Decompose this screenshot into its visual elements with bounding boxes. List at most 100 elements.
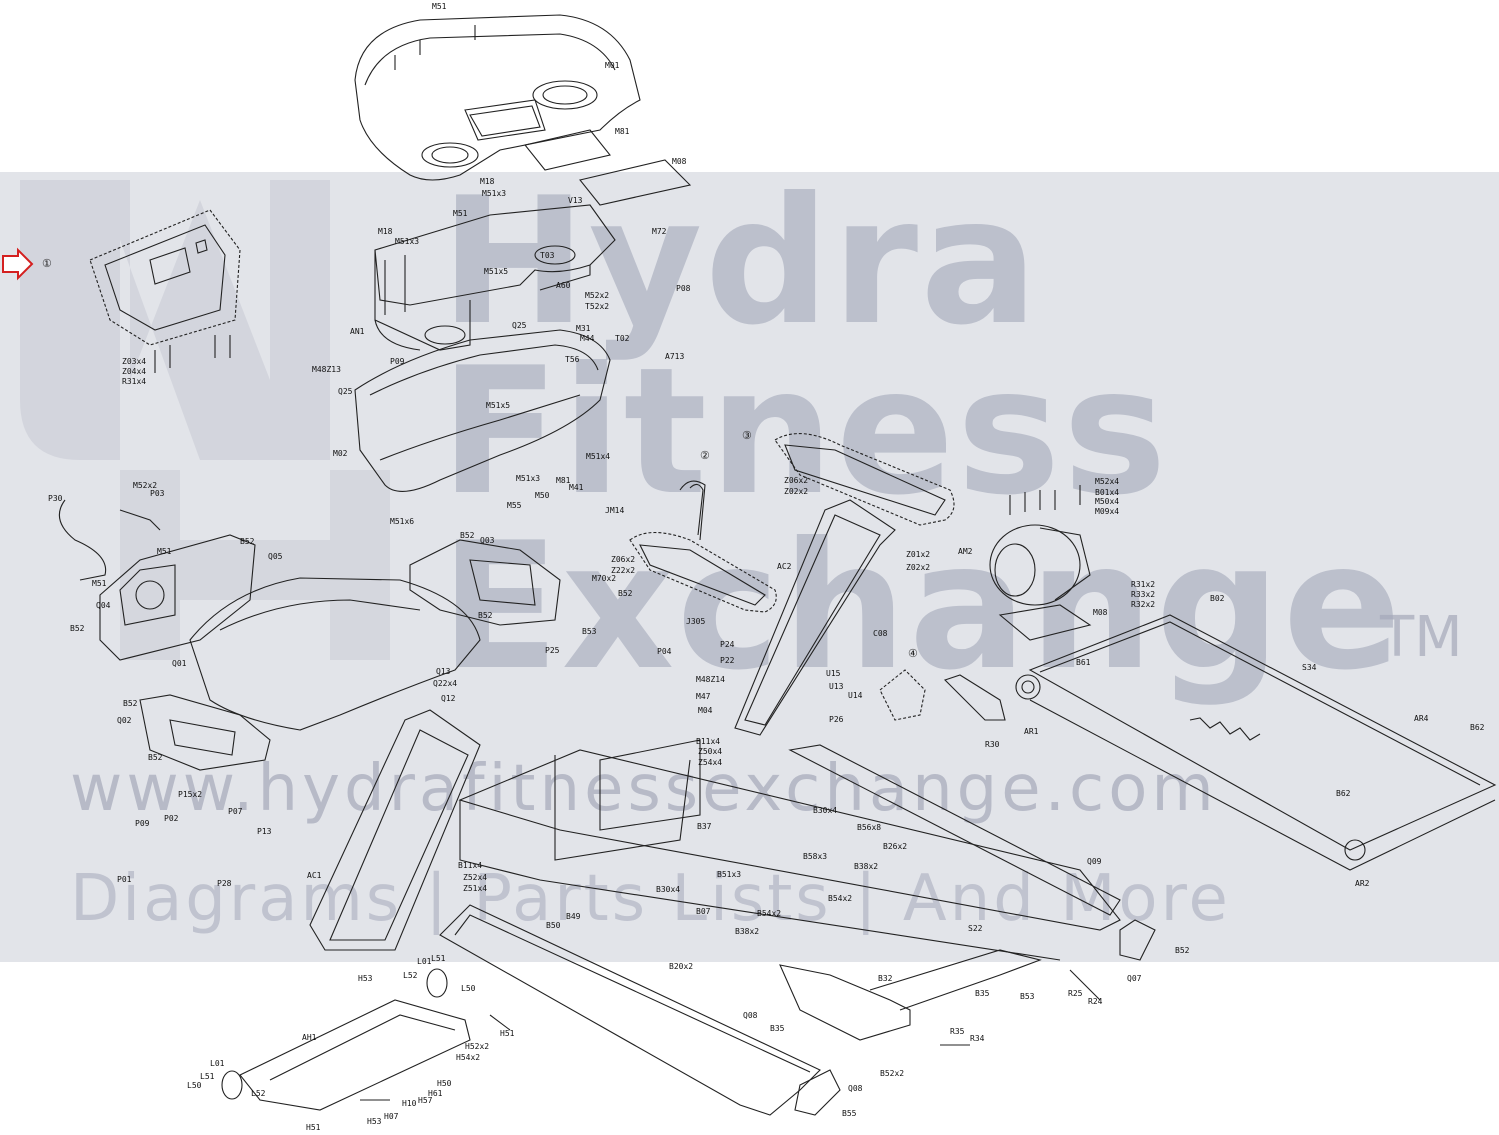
part-label: S34 [1302, 663, 1317, 672]
part-label: J305 [686, 617, 706, 626]
part-label: P01 [117, 875, 132, 884]
motor-hood-side [139, 694, 271, 771]
console-top-cover [354, 14, 641, 181]
part-label: U13 [829, 682, 844, 691]
part-label: B38x2 [854, 862, 879, 871]
part-label: M72 [652, 227, 667, 236]
part-label: L51 [200, 1072, 215, 1081]
part-label: M52x2 [585, 291, 610, 300]
part-label: M51x6 [390, 517, 415, 526]
part-label: A713 [665, 352, 685, 361]
part-label: T03 [540, 251, 555, 260]
part-label: B52x2 [880, 1069, 905, 1078]
part-label: Q08 [743, 1011, 758, 1020]
part-label: P03 [150, 489, 165, 498]
part-label: Q05 [268, 552, 283, 561]
screws [154, 25, 1101, 1101]
part-label: B01x4 [1095, 488, 1120, 497]
part-label: R33x2 [1131, 590, 1156, 599]
part-label: P02 [164, 814, 179, 823]
part-label: S22 [968, 924, 983, 933]
part-label: R30 [985, 740, 1000, 749]
part-label: AR1 [1024, 727, 1039, 736]
part-label: L52 [251, 1089, 266, 1098]
part-label: B61 [1076, 658, 1091, 667]
watermark-fitness: Fitness [440, 331, 1169, 534]
watermark-band [0, 172, 1499, 962]
part-label: P08 [676, 284, 691, 293]
part-label: Q04 [96, 601, 111, 610]
side-rail-q08 [439, 904, 821, 1116]
end-cap-q07 [1119, 919, 1156, 961]
part-label: B26x2 [883, 842, 908, 851]
part-label: M41 [569, 483, 584, 492]
part-label: Q12 [441, 694, 456, 703]
part-label: P30 [48, 494, 63, 503]
part-label: B02 [1210, 594, 1225, 603]
part-label: B20x2 [669, 962, 694, 971]
motor-hood-rear [99, 534, 256, 661]
upright-right-ac2 [734, 499, 896, 736]
part-label: L50 [187, 1081, 202, 1090]
part-label: H53 [358, 974, 373, 983]
upright-left-ac1 [309, 709, 481, 951]
part-label: H52x2 [465, 1042, 490, 1051]
part-label: M31 [576, 324, 591, 333]
part-label: V13 [568, 196, 583, 205]
part-label: B30x4 [813, 806, 838, 815]
part-label: B35 [975, 989, 990, 998]
part-label: R25 [1068, 989, 1083, 998]
part-label: M51 [92, 579, 107, 588]
part-label: AH1 [302, 1033, 317, 1042]
part-label: P28 [217, 879, 232, 888]
part-label: Q01 [172, 659, 187, 668]
part-label: H07 [384, 1112, 399, 1121]
part-label: M47 [696, 692, 711, 701]
part-label: Z52x4 [463, 873, 488, 882]
part-label: Q22x4 [433, 679, 458, 688]
watermark-tm: TM [1380, 605, 1463, 670]
part-label: Z54x4 [698, 758, 723, 767]
part-label: B38x2 [735, 927, 760, 936]
part-label: AR4 [1414, 714, 1429, 723]
part-label: B11x4 [458, 861, 483, 870]
part-label: AN1 [350, 327, 365, 336]
part-label: P13 [257, 827, 272, 836]
part-label: M51x5 [484, 267, 509, 276]
part-label: H61 [428, 1089, 443, 1098]
part-label: M04 [698, 706, 713, 715]
part-label: B52 [618, 589, 633, 598]
part-label: H53 [367, 1117, 382, 1126]
part-label: M70x2 [592, 574, 617, 583]
callout-2: ② [700, 449, 710, 462]
part-label: H51 [500, 1029, 515, 1038]
part-label: B50 [546, 921, 561, 930]
part-label: H54x2 [456, 1053, 481, 1062]
part-label: M08 [672, 157, 687, 166]
rear-frame-lift [779, 949, 1042, 1041]
watermark-logo-mark [20, 180, 330, 460]
part-label: R31x4 [122, 377, 147, 386]
console-lower-frame [354, 329, 611, 492]
part-label: R24 [1088, 997, 1103, 1006]
part-label: L52 [403, 971, 418, 980]
console-panel-1 [89, 209, 241, 346]
callout-4: ④ [908, 647, 918, 660]
part-label: Z51x4 [463, 884, 488, 893]
part-label: B54x2 [828, 894, 853, 903]
part-label: M18 [378, 227, 393, 236]
part-label: M48Z13 [312, 365, 341, 374]
part-label: A60 [556, 281, 571, 290]
part-label: Z04x4 [122, 367, 147, 376]
part-label: B62 [1336, 789, 1351, 798]
part-label: M08 [1093, 608, 1108, 617]
part-label: M51x4 [586, 452, 611, 461]
wheel-frame-ah1 [221, 968, 471, 1111]
part-label: P22 [720, 656, 735, 665]
part-label: Z03x4 [122, 357, 147, 366]
part-label: M44 [580, 334, 595, 343]
watermark-hydra: Hydra [440, 161, 1041, 364]
main-frame [458, 739, 1121, 961]
